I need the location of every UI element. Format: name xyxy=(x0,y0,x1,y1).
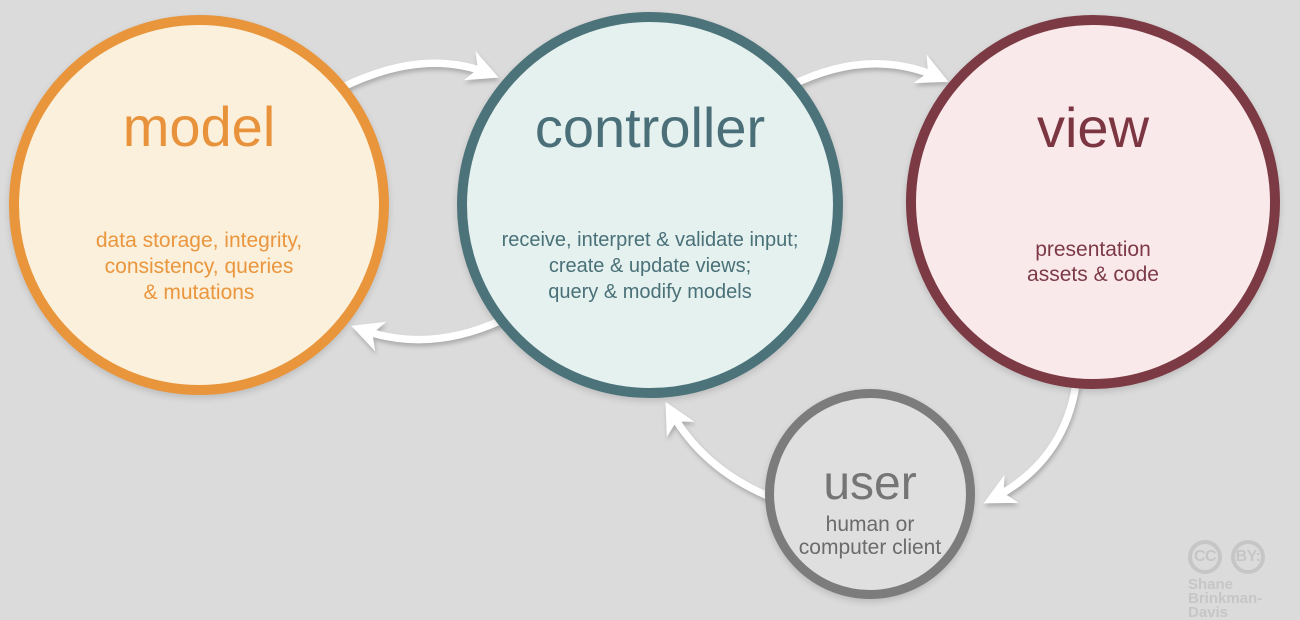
node-model: model data storage, integrity, consisten… xyxy=(9,15,389,395)
node-view-title: view xyxy=(1036,96,1150,159)
node-view: view presentation assets & code xyxy=(906,15,1280,389)
cc-by-icon: BY: xyxy=(1231,540,1265,574)
node-user: user human or computer client xyxy=(765,389,975,599)
node-model-description: data storage, integrity, consistency, qu… xyxy=(19,228,379,306)
arrow-controller-to-view xyxy=(788,54,949,90)
node-model-desc-line: & mutations xyxy=(143,281,255,304)
node-controller: controller receive, interpret & validate… xyxy=(457,12,843,398)
node-user-description: human or computer client xyxy=(774,513,966,559)
node-model-desc-line: consistency, queries xyxy=(104,255,294,278)
license-credit: CC BY: Shane Brinkman-Davis xyxy=(1188,540,1300,620)
author-credit: Shane Brinkman-Davis xyxy=(1188,576,1300,620)
node-model-desc-line: data storage, integrity, xyxy=(95,229,303,252)
author-credit-line: Shane xyxy=(1188,576,1234,593)
node-controller-description: receive, interpret & validate input; cre… xyxy=(467,227,833,305)
license-badges: CC BY: xyxy=(1188,540,1300,574)
cc-icon: CC xyxy=(1188,540,1222,574)
node-controller-desc-line: receive, interpret & validate input; xyxy=(501,229,799,251)
arrow-model-to-controller xyxy=(339,51,499,92)
node-view-desc-line: assets & code xyxy=(1027,263,1159,286)
node-view-description: presentation assets & code xyxy=(916,237,1270,287)
author-credit-line: Brinkman-Davis xyxy=(1188,590,1263,620)
arrow-view-to-user xyxy=(983,383,1080,504)
node-view-desc-line: presentation xyxy=(1035,238,1151,261)
node-controller-desc-line: create & update views; xyxy=(548,255,752,277)
node-user-title: user xyxy=(823,457,917,510)
node-controller-desc-line: query & modify models xyxy=(548,281,752,303)
arrow-user-to-controller xyxy=(665,401,770,500)
arrow-controller-to-model xyxy=(351,316,504,352)
node-controller-title: controller xyxy=(534,96,766,159)
node-user-desc-line: human or xyxy=(825,513,915,536)
node-model-title: model xyxy=(122,95,276,158)
node-user-desc-line: computer client xyxy=(798,536,942,559)
